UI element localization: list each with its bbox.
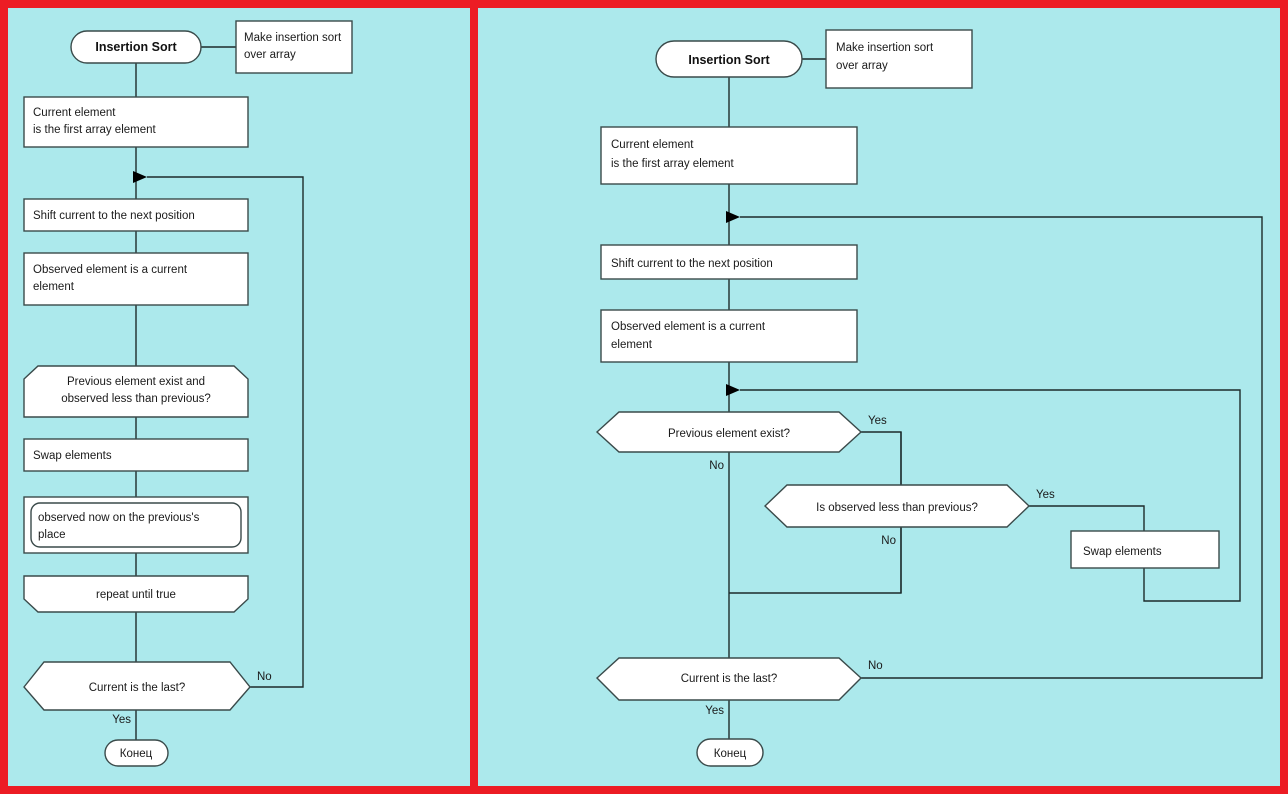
left-islast-no-label: No — [257, 671, 272, 683]
right-observe-label-line2: element — [611, 339, 653, 351]
left-swap-shape — [23, 438, 249, 472]
left-observe-label-line2: element — [33, 281, 75, 293]
left-end-label: Конец — [120, 748, 153, 760]
right-edge-islast-no-loopback — [740, 216, 1263, 679]
right-edge-swap-loopback — [740, 389, 1241, 602]
right-prevexist-label: Previous element exist? — [668, 428, 790, 440]
left-node-loopstart[interactable]: Previous element exist and observed less… — [23, 365, 249, 418]
left-init-label-line1: Current element — [33, 107, 116, 119]
right-panel-flowchart: Insertion Sort Make insertion sort over … — [595, 29, 1263, 767]
left-observednow-label-line2: place — [38, 529, 66, 541]
right-lessthan-no-label: No — [881, 535, 896, 547]
right-islast-yes-label: Yes — [705, 705, 724, 717]
left-node-observe[interactable]: Observed element is a current element — [23, 252, 249, 306]
right-islast-label: Current is the last? — [681, 673, 778, 685]
left-islast-shape — [23, 661, 251, 711]
right-observe-label-line1: Observed element is a current — [611, 321, 766, 333]
left-note-shape — [235, 20, 353, 74]
left-note-label-line2: over array — [244, 49, 296, 61]
left-islast-label: Current is the last? — [89, 682, 186, 694]
right-node-note[interactable]: Make insertion sort over array — [825, 29, 973, 89]
left-loopend-shape — [23, 575, 249, 613]
right-init-shape — [600, 126, 858, 185]
right-observe-shape — [600, 309, 858, 363]
left-node-islast[interactable]: Current is the last? — [23, 661, 251, 711]
right-node-shift[interactable]: Shift current to the next position — [600, 244, 858, 280]
left-panel-flowchart: Insertion Sort Make insertion sort over … — [23, 20, 353, 767]
left-swap-label: Swap elements — [33, 450, 112, 462]
right-note-label-line2: over array — [836, 60, 888, 72]
right-init-label-line1: Current element — [611, 139, 694, 151]
left-start-shape — [70, 30, 202, 64]
left-loopstart-label-line1: Previous element exist and — [67, 376, 205, 388]
right-swap-label: Swap elements — [1083, 546, 1162, 558]
left-node-shift[interactable]: Shift current to the next position — [23, 198, 249, 232]
right-prevexist-shape — [595, 411, 863, 453]
right-start-shape — [655, 40, 803, 78]
right-note-shape — [825, 29, 973, 89]
left-loopstart-label-line2: observed less than previous? — [61, 393, 211, 405]
left-init-label-line2: is the first array element — [33, 124, 157, 136]
right-start-label: Insertion Sort — [688, 53, 770, 67]
left-observe-shape — [23, 252, 249, 306]
right-note-label-line1: Make insertion sort — [836, 42, 934, 54]
right-node-lessthan[interactable]: Is observed less than previous? — [763, 484, 1031, 528]
left-shift-shape — [23, 198, 249, 232]
left-init-shape — [23, 96, 249, 148]
left-loopend-label: repeat until true — [96, 589, 176, 601]
right-prevexist-yes-label: Yes — [868, 415, 887, 427]
left-loopback-arrowhead — [133, 171, 147, 183]
left-start-label: Insertion Sort — [95, 40, 177, 54]
right-edge-lessthan-yes — [1029, 505, 1145, 531]
right-lessthan-yes-label: Yes — [1036, 489, 1055, 501]
right-lessthan-shape — [763, 484, 1031, 528]
right-node-end[interactable]: Конец — [696, 738, 764, 767]
right-connectors — [728, 58, 1263, 739]
right-end-shape — [696, 738, 764, 767]
right-node-swap[interactable]: Swap elements — [1070, 530, 1220, 569]
left-end-shape — [104, 739, 169, 767]
right-inner-loopback-arrowhead — [726, 384, 740, 396]
right-islast-no-label: No — [868, 660, 883, 672]
left-shift-label: Shift current to the next position — [33, 210, 195, 222]
left-node-loopend[interactable]: repeat until true — [23, 575, 249, 613]
left-node-observed-now[interactable]: observed now on the previous's place — [23, 496, 249, 554]
right-islast-shape — [595, 657, 863, 701]
right-swap-shape — [1070, 530, 1220, 569]
left-node-init[interactable]: Current element is the first array eleme… — [23, 96, 249, 148]
right-shift-label: Shift current to the next position — [611, 258, 773, 270]
right-outer-loopback-arrowhead — [726, 211, 740, 223]
left-loopstart-shape — [23, 365, 249, 418]
left-edge-islast-no-loopback — [147, 176, 304, 688]
right-shift-shape — [600, 244, 858, 280]
right-node-init[interactable]: Current element is the first array eleme… — [600, 126, 858, 185]
right-node-start[interactable]: Insertion Sort — [655, 40, 803, 78]
left-islast-yes-label: Yes — [112, 714, 131, 726]
left-node-start[interactable]: Insertion Sort — [70, 30, 202, 64]
left-observednow-inner-shape — [30, 502, 242, 548]
right-end-label: Конец — [714, 748, 747, 760]
right-edge-lessthan-no — [729, 527, 902, 594]
left-node-end[interactable]: Конец — [104, 739, 169, 767]
left-node-note[interactable]: Make insertion sort over array — [235, 20, 353, 74]
right-node-islast[interactable]: Current is the last? — [595, 657, 863, 701]
right-node-observe[interactable]: Observed element is a current element — [600, 309, 858, 363]
right-node-prevexist[interactable]: Previous element exist? — [595, 411, 863, 453]
right-prevexist-no-label: No — [709, 460, 724, 472]
left-node-swap[interactable]: Swap elements — [23, 438, 249, 472]
left-observednow-label-line1: observed now on the previous's — [38, 512, 200, 524]
right-lessthan-label: Is observed less than previous? — [816, 502, 978, 514]
left-observe-label-line1: Observed element is a current — [33, 264, 188, 276]
left-connectors — [135, 46, 304, 740]
left-note-label-line1: Make insertion sort — [244, 32, 342, 44]
right-init-label-line2: is the first array element — [611, 158, 735, 170]
